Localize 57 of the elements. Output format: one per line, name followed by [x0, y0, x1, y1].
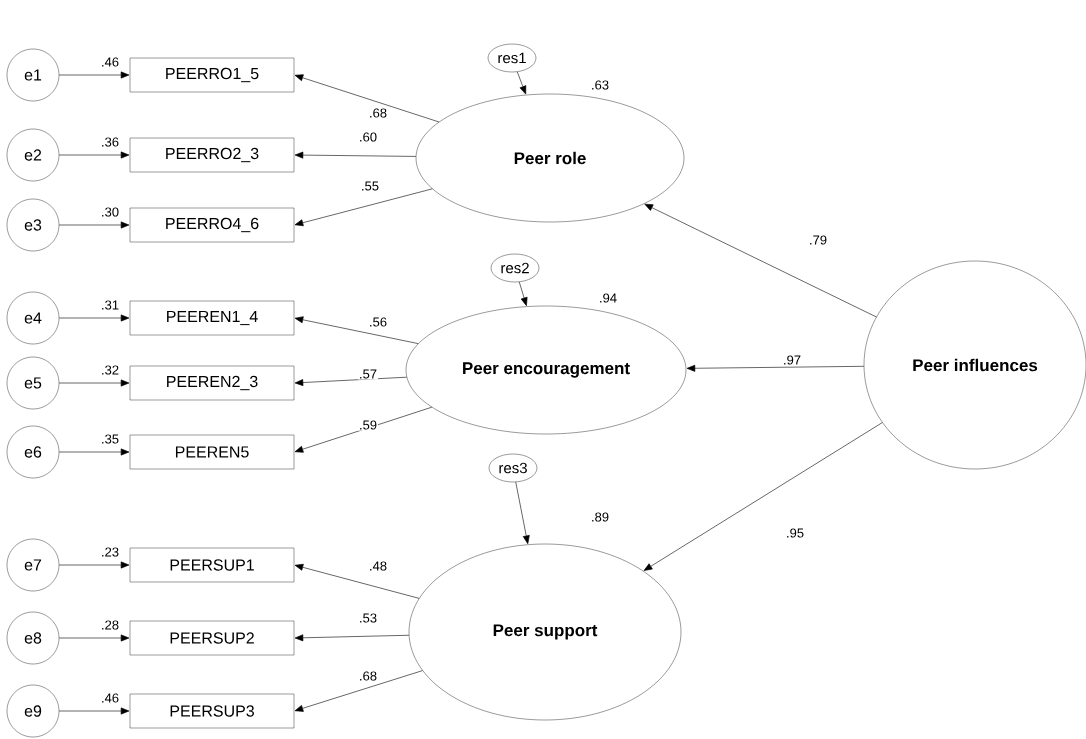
indicator-box: PEEREN5: [129, 434, 295, 470]
arrow: [686, 364, 865, 372]
indicator-box: PEERRO2_3: [129, 137, 295, 173]
value-label: .36: [102, 137, 119, 147]
arrow: [58, 379, 130, 387]
arrow: [58, 448, 130, 456]
arrow: [294, 74, 440, 123]
arrow: [294, 563, 420, 599]
arrow: [516, 71, 527, 95]
arrow: [58, 561, 130, 569]
value-label: .28: [102, 620, 119, 630]
edge-label: .59: [357, 419, 379, 431]
indicator-box: PEERRO1_5: [129, 57, 295, 93]
value-label: .30: [102, 207, 119, 217]
value-label: .31: [102, 300, 119, 310]
edge-label: .55: [359, 180, 381, 192]
value-label: .94: [600, 293, 617, 303]
value-label: .63: [592, 80, 609, 90]
value-label: .89: [592, 512, 609, 522]
arrow: [58, 707, 130, 715]
edge-label: .60: [357, 131, 379, 143]
arrow: [294, 316, 419, 344]
arrow: [518, 281, 528, 306]
arrow: [294, 376, 407, 386]
arrow: [644, 203, 877, 318]
arrow: [294, 670, 423, 712]
arrow: [294, 406, 433, 453]
indicator-box: PEEREN1_4: [129, 300, 295, 336]
indicator-box: PEEREN2_3: [129, 365, 295, 401]
arrow: [294, 188, 433, 227]
indicator-box: PEERSUP2: [129, 620, 295, 656]
edge-label: .97: [781, 354, 803, 366]
arrow: [58, 314, 130, 322]
value-label: .32: [102, 365, 119, 375]
edge-label: .48: [367, 560, 389, 572]
edge-label: .57: [357, 368, 379, 380]
edge-label: .56: [367, 316, 389, 328]
edge-label: .68: [357, 670, 379, 682]
arrow: [643, 422, 883, 571]
indicator-box: PEERSUP1: [129, 547, 295, 583]
edge-label: .79: [808, 234, 829, 246]
edge-label: .95: [785, 527, 806, 539]
edge-label: .68: [367, 107, 389, 119]
arrow: [294, 634, 410, 642]
arrow: [58, 634, 130, 642]
arrow: [58, 221, 130, 229]
arrow: [58, 71, 130, 79]
arrow: [515, 481, 530, 544]
indicator-box: PEERRO4_6: [129, 207, 295, 243]
edge-label: .53: [357, 612, 379, 624]
indicator-box: PEERSUP3: [129, 693, 295, 729]
value-label: .46: [102, 693, 119, 703]
arrow: [294, 151, 417, 159]
arrow: [58, 151, 130, 159]
value-label: .46: [102, 57, 119, 67]
value-label: .35: [102, 434, 119, 444]
value-label: .23: [102, 547, 119, 557]
